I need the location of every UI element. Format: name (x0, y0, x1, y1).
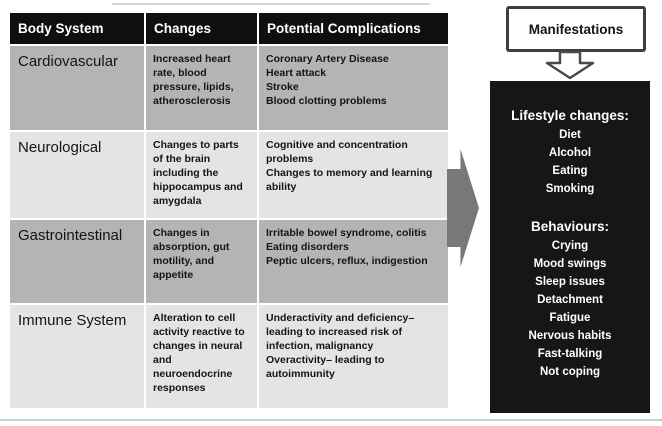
changes-cell-immune-system: Alteration to cell activity reactive to … (146, 305, 257, 408)
down-arrow-icon (545, 50, 595, 80)
complications-cell-cardiovascular: Coronary Artery Disease Heart attack Str… (259, 46, 448, 130)
changes-cell-gastrointestinal: Changes in absorption, gut motility, and… (146, 220, 257, 303)
right-arrow-icon (447, 149, 479, 267)
changes-cell-cardiovascular: Increased heart rate, blood pressure, li… (146, 46, 257, 130)
manifestations-callout: Manifestations (506, 6, 646, 52)
column-header-body-system: Body System (10, 13, 144, 44)
lifestyle-changes-heading: Lifestyle changes: (511, 108, 629, 123)
lifestyle-changes-items: Diet Alcohol Eating Smoking (545, 129, 595, 195)
body-system-cell-cardiovascular: Cardiovascular (10, 46, 144, 130)
manifestations-label: Manifestations (528, 21, 624, 37)
top-border-line (112, 3, 430, 5)
body-system-cell-neurological: Neurological (10, 132, 144, 218)
column-header-potential-complications: Potential Complications (259, 13, 448, 44)
behaviours-items: Crying Mood swings Sleep issues Detachme… (528, 240, 612, 378)
complications-cell-immune-system: Underactivity and deficiency– leading to… (259, 305, 448, 408)
complications-cell-gastrointestinal: Irritable bowel syndrome, colitis Eating… (259, 220, 448, 303)
changes-cell-neurological: Changes to parts of the brain including … (146, 132, 257, 218)
behaviours-heading: Behaviours: (530, 219, 610, 234)
behaviours-section: Behaviours: Crying Mood swings Sleep iss… (490, 219, 650, 381)
bottom-border-line (0, 419, 662, 421)
column-header-changes: Changes (146, 13, 257, 44)
body-system-cell-gastrointestinal: Gastrointestinal (10, 220, 144, 303)
body-systems-table: Body System Changes Potential Complicati… (10, 13, 448, 408)
lifestyle-changes-section: Lifestyle changes: Diet Alcohol Eating S… (490, 108, 650, 198)
body-system-cell-immune-system: Immune System (10, 305, 144, 408)
complications-cell-neurological: Cognitive and concentration problems Cha… (259, 132, 448, 218)
manifestations-panel: Lifestyle changes: Diet Alcohol Eating S… (490, 81, 650, 413)
